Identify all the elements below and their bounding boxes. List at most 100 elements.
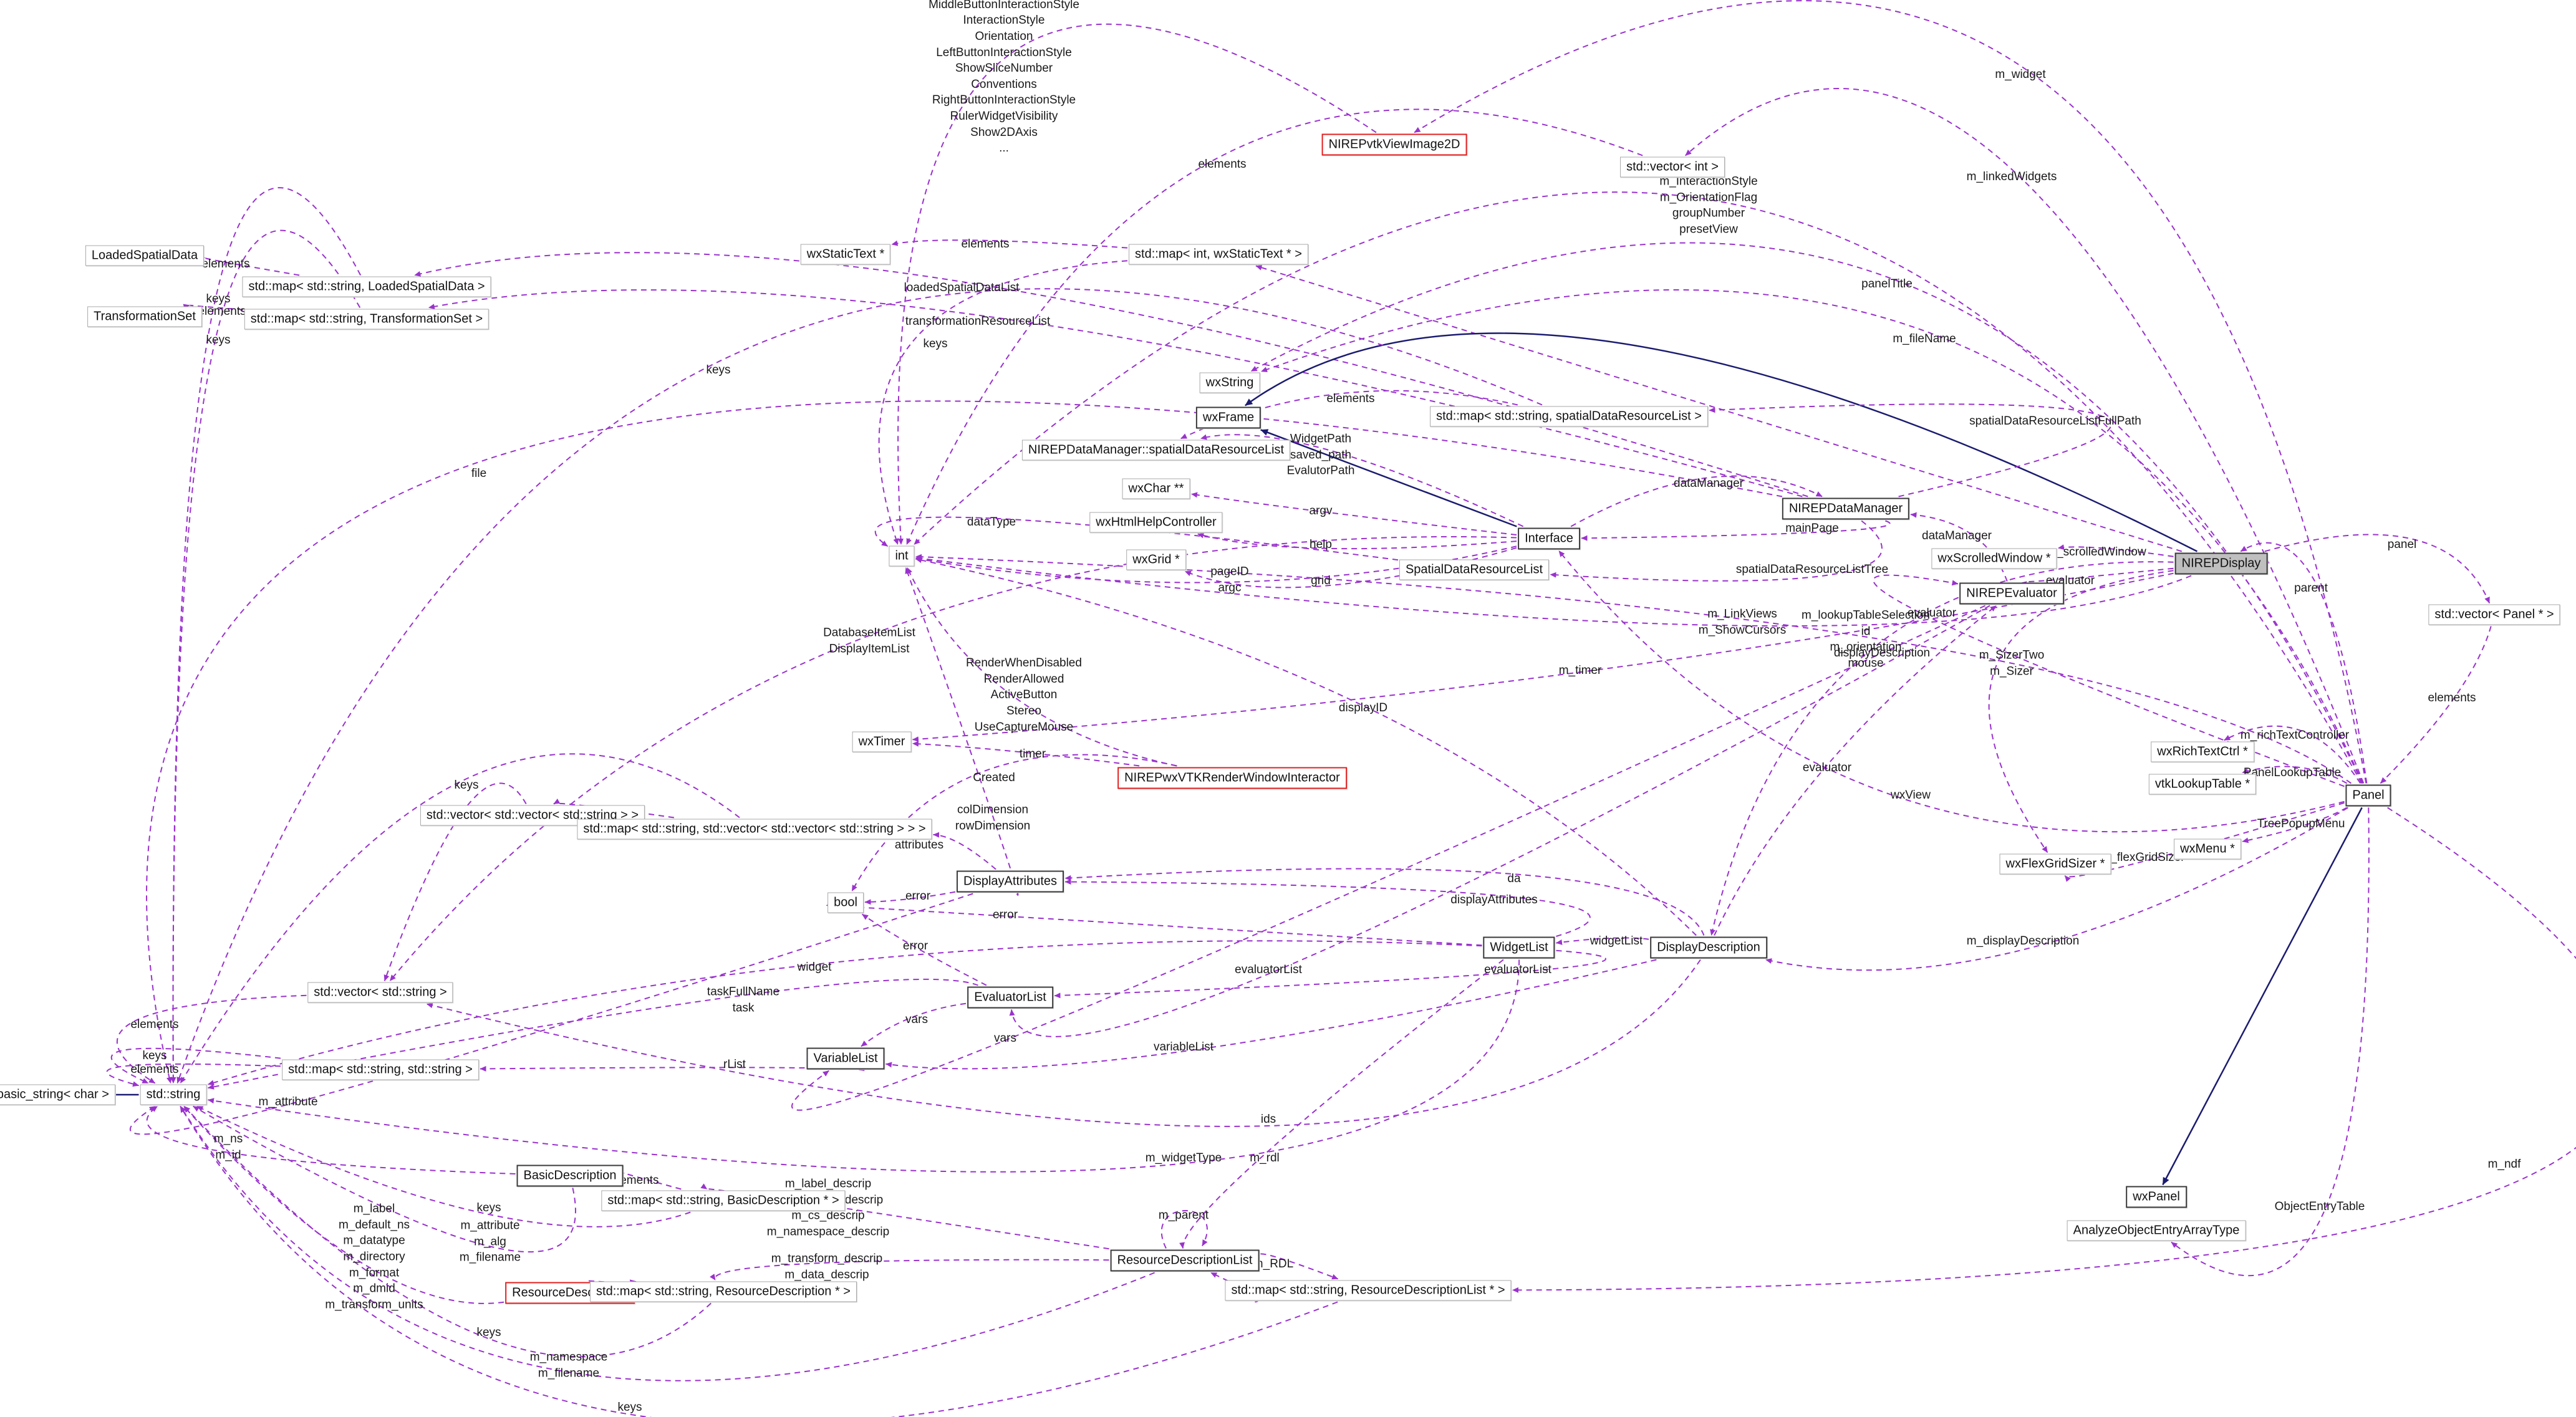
class-node-rdl[interactable]: ResourceDescriptionList: [1110, 1249, 1260, 1272]
edge-maploaded-loadedspatialdata: [199, 254, 300, 276]
edge-datamanager-interface: [1581, 520, 1891, 541]
class-node-richtext[interactable]: wxRichTextCtrl *: [2151, 741, 2254, 762]
class-node-mapsdrl[interactable]: std::map< std::string, spatialDataResour…: [1430, 406, 1708, 427]
edge-widgetlist-stdstring: [208, 959, 1520, 1173]
class-node-maprdl[interactable]: std::map< std::string, ResourceDescripti…: [1225, 1280, 1512, 1301]
class-node-mapvecvec[interactable]: std::map< std::string, std::vector< std:…: [577, 819, 932, 840]
edge-label-viewimage2d-int: WheelInteractionStyle MiddleButtonIntera…: [929, 0, 1079, 155]
edge-vecint-int: [906, 108, 1643, 545]
edge-evallist-varlist: [861, 1002, 967, 1047]
edge-interface-nestedsdrl: [1200, 434, 1524, 527]
edge-label-maploaded-loadedspatialdata: elements: [201, 257, 250, 271]
class-node-mapstrstr[interactable]: std::map< std::string, std::string >: [282, 1059, 479, 1080]
class-node-varlist[interactable]: VariableList: [806, 1047, 885, 1070]
class-node-mapstatictext[interactable]: std::map< int, wxStaticText * >: [1129, 244, 1308, 265]
edge-mapsdrl-nestedsdrl: [1180, 390, 1518, 440]
edge-display-evaluator: [2020, 567, 2174, 587]
class-node-evallist[interactable]: EvaluatorList: [967, 986, 1053, 1009]
edge-label-maprdl-stdstring: keys: [617, 1401, 642, 1415]
edge-mapsdrl-stdstring: [176, 288, 1543, 1083]
class-node-vecint[interactable]: std::vector< int >: [1620, 156, 1725, 178]
edge-display-mapstatictext: [1255, 265, 2183, 552]
class-node-wxstatictext[interactable]: wxStaticText *: [800, 244, 891, 265]
edge-label-panel-evaluator: evaluator: [1907, 607, 1957, 620]
edge-panel-wxstring: [1261, 289, 2364, 784]
edge-label-display-dispdesc: displayDescription: [1833, 646, 1931, 660]
edge-label-panel-int: m_lookupTableSelection id m_orientation …: [1802, 608, 1930, 670]
class-node-wxgrid[interactable]: wxGrid *: [1126, 549, 1186, 570]
class-node-dispattr[interactable]: DisplayAttributes: [956, 870, 1064, 893]
edge-widgetlist-rdl: [1179, 959, 1504, 1249]
edge-maprdl-stdstring: [180, 1105, 1338, 1417]
edge-resourcedesc-stdstring: [183, 1105, 504, 1304]
class-node-wxhtmlhelp[interactable]: wxHtmlHelpController: [1089, 512, 1223, 533]
class-node-panel[interactable]: Panel: [2345, 784, 2391, 807]
edge-label-mapstatictext-wxstatictext: elements: [961, 238, 1010, 251]
class-node-maptransform[interactable]: std::map< std::string, TransformationSet…: [244, 309, 490, 330]
class-node-display[interactable]: NIREPDisplay: [2174, 552, 2268, 575]
class-node-vecpanel[interactable]: std::vector< Panel * >: [2428, 604, 2560, 625]
edge-label-widgetlist-stdstring: widget: [797, 961, 832, 974]
class-node-transformationset[interactable]: TransformationSet: [87, 306, 202, 327]
edge-label-interactor-bool: Created: [973, 771, 1015, 785]
class-node-dispdesc[interactable]: DisplayDescription: [1650, 936, 1767, 959]
edge-label-mapsdrl-nestedsdrl: elements: [1326, 392, 1375, 406]
edge-label-datamanager-mapsdrl: spatialDataResourceListFullPath: [1969, 415, 2141, 428]
edge-display-flexgrid: [1988, 570, 2174, 853]
edge-panel-wxmenu: [2242, 807, 2347, 843]
class-node-loadedspatialdata[interactable]: LoadedSpatialData: [85, 245, 205, 266]
edge-label-panel-wxstring: panelTitle: [1861, 277, 1913, 291]
class-node-basicdesc[interactable]: BasicDescription: [516, 1165, 624, 1187]
class-node-wxchar[interactable]: wxChar **: [1122, 478, 1190, 499]
edge-dispdesc-evaluator: [1714, 605, 1997, 936]
edge-label-dispdesc-varlist: variableList: [1153, 1040, 1214, 1054]
class-node-mapbasic[interactable]: std::map< std::string, BasicDescription …: [601, 1190, 846, 1211]
class-node-bool[interactable]: bool: [827, 892, 864, 913]
class-node-wxpanel[interactable]: wxPanel: [2126, 1186, 2187, 1208]
class-node-viewimage2d[interactable]: NIREPvtkViewImage2D: [1321, 133, 1467, 156]
class-node-analyzeobj[interactable]: AnalyzeObjectEntryArrayType: [2067, 1220, 2246, 1241]
class-node-wxstring[interactable]: wxString: [1199, 372, 1260, 393]
class-node-nestedsdrl[interactable]: NIREPDataManager::spatialDataResourceLis…: [1021, 440, 1291, 461]
class-node-vtklookup[interactable]: vtkLookupTable *: [2148, 774, 2257, 795]
class-node-datamanager[interactable]: NIREPDataManager: [1782, 497, 1910, 520]
class-node-basicstring[interactable]: std::basic_string< char >: [0, 1084, 115, 1105]
class-node-evaluator[interactable]: NIREPEvaluator: [1959, 582, 2064, 605]
edge-label-resourcedesc-stdstring: m_label m_default_ns m_datatype m_direct…: [325, 1202, 423, 1312]
edge-dispattr-stdstring: [129, 893, 973, 1135]
edge-vecvecstr-vecstr: [384, 782, 527, 981]
edge-dispdesc-dispattr: [1064, 868, 1705, 936]
class-node-maploaded[interactable]: std::map< std::string, LoadedSpatialData…: [242, 276, 491, 297]
class-node-interface[interactable]: Interface: [1518, 527, 1580, 550]
class-node-wxtimer[interactable]: wxTimer: [852, 731, 912, 752]
edge-label-rdl-mapresource: m_transform_descrip m_data_descrip: [771, 1252, 883, 1281]
edge-panel-flexgrid: [2064, 802, 2345, 882]
edge-label-interface-datamanager: dataManager: [1674, 477, 1744, 491]
edge-label-mapvecvec-stdstring: keys: [454, 779, 479, 792]
class-node-widgetlist[interactable]: WidgetList: [1483, 936, 1555, 959]
class-node-interactor[interactable]: NIREPwxVTKRenderWindowInteractor: [1117, 767, 1347, 789]
class-node-sdrl[interactable]: SpatialDataResourceList: [1399, 559, 1550, 580]
edge-label-interface-wxhtmlhelp: help: [1310, 538, 1332, 552]
class-node-vecstr[interactable]: std::vector< std::string >: [307, 982, 453, 1003]
edge-dispdesc-vecstr: [426, 959, 1701, 1127]
edge-interface-datamanager: [1570, 475, 1823, 527]
edge-panel-dispdesc: [1765, 807, 2348, 971]
class-node-int[interactable]: int: [889, 545, 915, 567]
edge-label-evaluator-datamanager: dataManager: [1922, 529, 1992, 543]
edge-label-dispattr-int: colDimension rowDimension: [955, 803, 1031, 832]
class-node-flexgrid[interactable]: wxFlexGridSizer *: [1999, 853, 2111, 875]
class-node-wxmenu[interactable]: wxMenu *: [2174, 838, 2241, 860]
edge-mapvecvec-stdstring: [180, 753, 740, 1084]
edge-datamanager-sdrl: [1550, 520, 1883, 582]
edge-mapstrstr-stdstring: [106, 1063, 281, 1087]
edge-label-interface-vecstr: DatabaseItemList DisplayItemList: [823, 626, 915, 655]
edge-label-dispdesc-dispattr: da: [1507, 872, 1521, 886]
class-node-wxscrolled[interactable]: wxScrolledWindow *: [1931, 548, 2057, 569]
class-node-stdstring[interactable]: std::string: [140, 1084, 207, 1105]
edge-label-mapstrstr-stdstring: keys: [142, 1049, 167, 1063]
edge-label-evallist-varlist: vars: [905, 1013, 928, 1027]
class-node-mapresource[interactable]: std::map< std::string, ResourceDescripti…: [590, 1281, 857, 1302]
class-node-wxframe[interactable]: wxFrame: [1195, 406, 1261, 429]
